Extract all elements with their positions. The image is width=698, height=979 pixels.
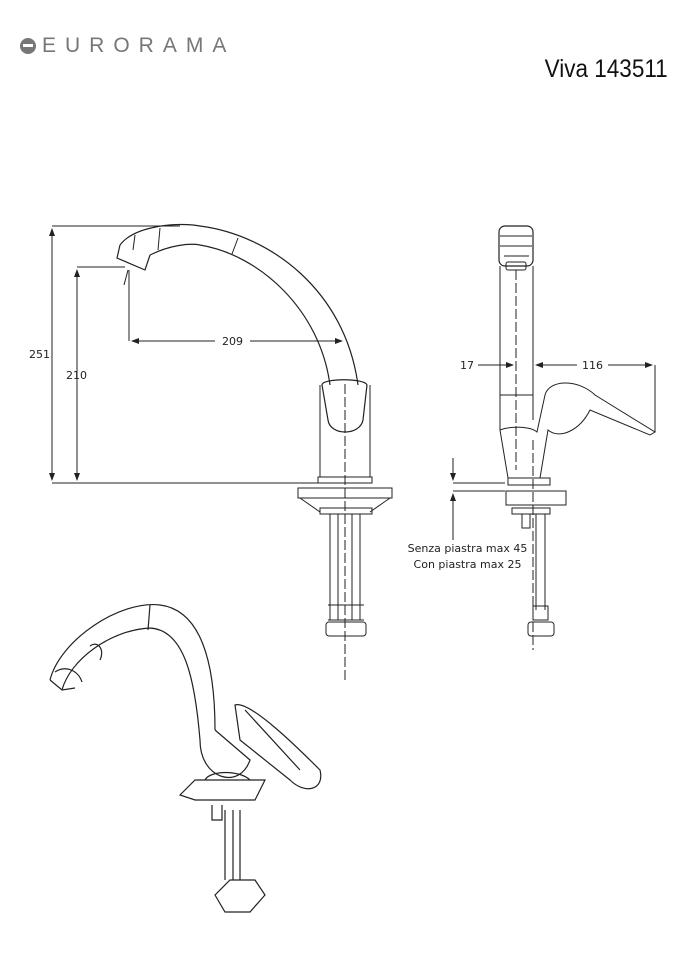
dim-reach: 209 (222, 335, 243, 348)
dim-total-height: 251 (29, 348, 50, 361)
note-with-plate: Con piastra max 25 (413, 558, 522, 571)
note-without-plate: Senza piastra max 45 (407, 542, 528, 555)
eurorama-logo-icon (20, 38, 36, 54)
brand-name: EURORAMA (42, 34, 236, 57)
front-view: 251 210 209 (29, 223, 393, 680)
isometric-view (49, 604, 322, 913)
product-title: Viva 143511 (544, 55, 668, 83)
dim-spout-width: 17 (460, 359, 474, 372)
dim-lever-reach: 116 (582, 359, 603, 372)
side-view: 17 116 (450, 225, 656, 650)
dim-spout-height: 210 (66, 369, 87, 382)
mounting-note: Senza piastra max 45 Con piastra max 25 (380, 541, 555, 573)
brand-logo: EURORAMA (20, 34, 235, 58)
